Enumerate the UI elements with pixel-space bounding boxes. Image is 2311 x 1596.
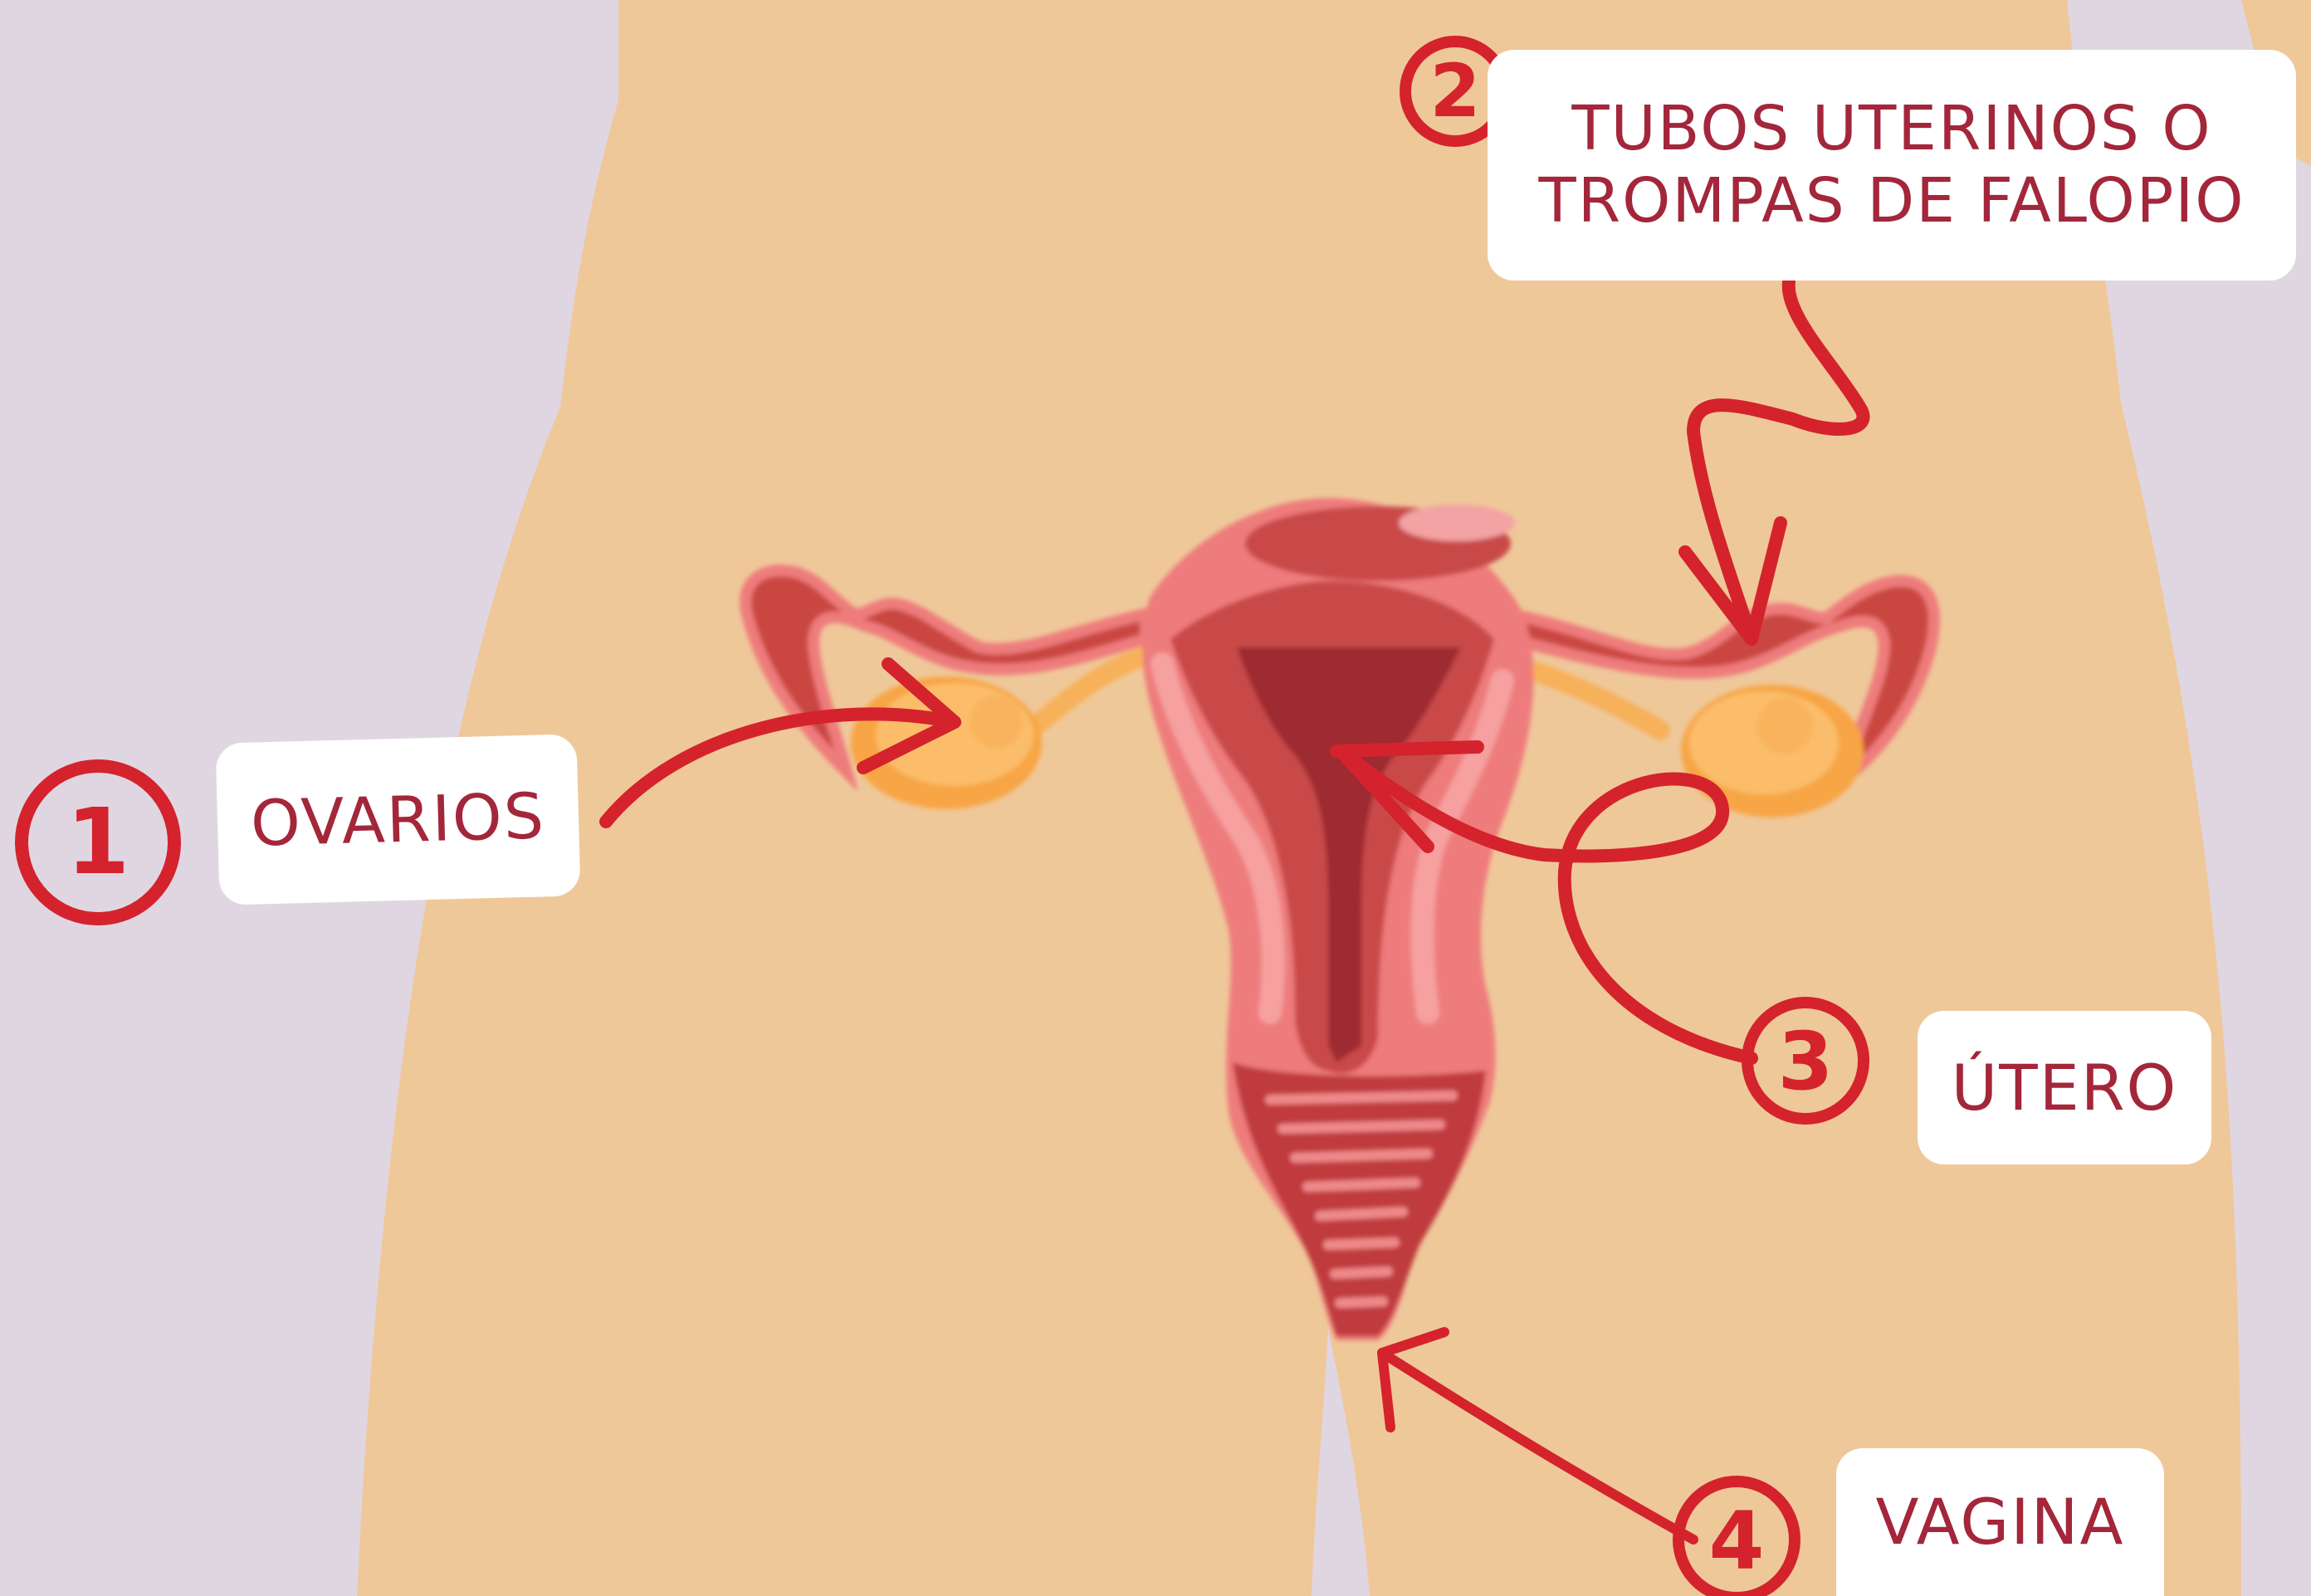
label-tubos-line2: TROMPAS DE FALOPIO — [1539, 165, 2245, 237]
arrow-vagina — [1382, 1353, 1693, 1540]
label-utero: ÚTERO — [1918, 1011, 2211, 1164]
label-tubos-uterinos: TUBOS UTERINOS O TROMPAS DE FALOPIO — [1488, 50, 2296, 281]
left-ovary — [851, 676, 1042, 809]
number-3-text: 3 — [1778, 1015, 1834, 1108]
number-2-text: 2 — [1429, 48, 1480, 134]
number-1-text: 1 — [66, 788, 130, 895]
label-tubos-line1: TUBOS UTERINOS O — [1571, 93, 2211, 165]
number-badge-3: 3 — [1747, 1003, 1864, 1119]
right-ovary — [1681, 685, 1864, 818]
label-ovarios: OVARIOS — [216, 734, 581, 905]
label-vagina-text: VAGINA — [1876, 1485, 2125, 1559]
label-utero-text: ÚTERO — [1952, 1051, 2178, 1125]
number-4-text: 4 — [1709, 1495, 1765, 1588]
label-vagina: VAGINA — [1836, 1448, 2164, 1596]
label-ovarios-text: OVARIOS — [250, 778, 546, 861]
